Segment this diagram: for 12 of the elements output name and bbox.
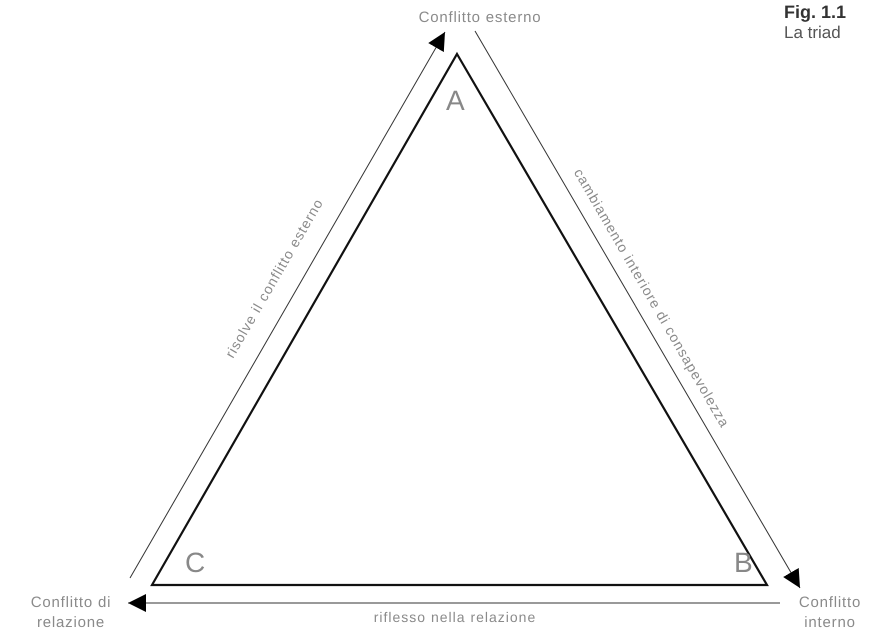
node-label: Conflitto di relazione	[16, 593, 126, 633]
arrow	[130, 32, 446, 578]
edge-label: riflesso nella relazione	[374, 609, 536, 625]
figure-caption: La triad	[784, 23, 841, 43]
vertex-letter: A	[446, 86, 465, 116]
arrow	[474, 30, 800, 588]
node-label: Conflitto esterno	[400, 8, 560, 28]
vertex-letter: C	[185, 548, 206, 578]
node-label: Conflitto interno	[782, 593, 878, 633]
vertex-letter: B	[734, 548, 753, 578]
arrow	[128, 594, 780, 612]
figure-title: Fig. 1.1	[784, 2, 846, 23]
